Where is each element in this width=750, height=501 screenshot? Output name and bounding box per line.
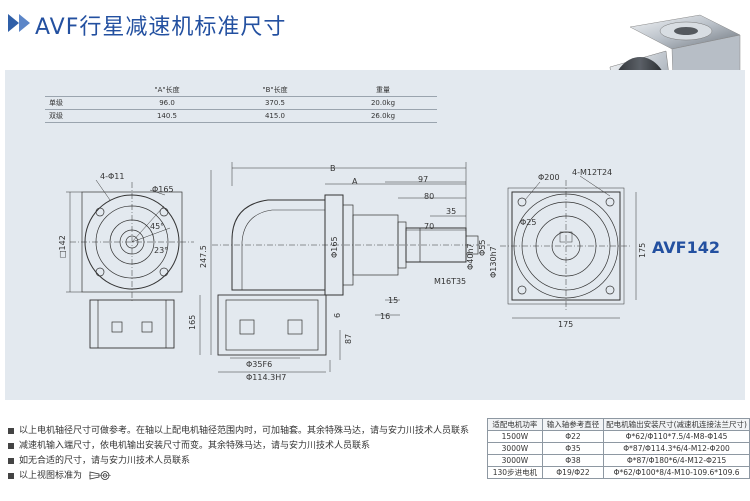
spec-header: "B"长度 — [221, 84, 329, 97]
projection-symbol-icon — [88, 471, 111, 480]
dim-35: 35 — [446, 207, 457, 216]
dim-15: 15 — [388, 296, 399, 305]
dim-phi130: Φ130h7 — [489, 246, 498, 278]
front-view — [66, 179, 194, 349]
dim-thread: M16T35 — [434, 277, 467, 286]
bullet-icon — [8, 427, 14, 434]
table-row: 130步进电机 Φ19/Φ22 Φ*62/Φ100*8/4-M10-109.6*… — [487, 466, 750, 479]
dim-phi35: Φ35F6 — [246, 360, 273, 369]
dim-175-vertical: 175 — [638, 242, 647, 258]
page-title: AVF行星减速机标准尺寸 — [35, 15, 287, 40]
dim-b: B — [330, 164, 336, 173]
dim-phi200: Φ200 — [538, 173, 560, 182]
dim-front-pcd: Φ165 — [152, 185, 174, 194]
dim-70: 70 — [424, 222, 435, 231]
note-item: 如无合适的尺寸，请与安力川技术人员联系 — [8, 454, 469, 469]
dim-97: 97 — [418, 175, 429, 184]
dim-80: 80 — [424, 192, 435, 201]
motor-header: 配电机输出安装尺寸(减速机连接法兰尺寸) — [603, 418, 750, 431]
dim-lower-height: 165 — [188, 314, 197, 330]
motor-header: 输入轴参考直径 — [541, 418, 605, 431]
bullet-icon — [8, 457, 14, 464]
dim-front-angle-a: 45° — [150, 222, 165, 231]
spec-header: "A"长度 — [113, 84, 221, 97]
technical-drawing — [66, 162, 637, 373]
dim-175-horizontal: 175 — [558, 320, 574, 329]
dim-phi40: Φ40h7 — [466, 243, 475, 270]
chevron-icon — [8, 14, 19, 32]
dim-phi114: Φ114.3H7 — [246, 373, 287, 382]
table-row: 3000W Φ38 Φ*87/Φ180*6/4-M12-Φ215 — [487, 454, 750, 467]
dim-phi25: Φ25 — [520, 218, 537, 227]
dim-87: 87 — [344, 333, 353, 344]
note-item: 以上视图标准为 — [8, 469, 469, 484]
dim-phi55: Φ55 — [478, 239, 487, 256]
motor-table: 适配电机功率 输入轴参考直径 配电机输出安装尺寸(减速机连接法兰尺寸) 1500… — [487, 418, 750, 479]
model-label: AVF142 — [652, 238, 721, 257]
spec-header — [45, 84, 113, 97]
drawing-sheet — [5, 70, 745, 400]
notes: 以上电机轴径尺寸可做参考。在轴以上配电机轴径范围内时，可加轴套。其余特殊马达，请… — [8, 424, 469, 484]
dim-height: 247.5 — [199, 245, 208, 268]
end-view — [500, 175, 637, 319]
note-item: 以上电机轴径尺寸可做参考。在轴以上配电机轴径范围内时，可加轴套。其余特殊马达，请… — [8, 424, 469, 439]
dim-front-angle-b: 23° — [154, 246, 169, 255]
chevron-icon — [19, 14, 30, 32]
side-view — [199, 162, 490, 373]
dim-front-square: □142 — [58, 235, 67, 258]
table-row: 3000W Φ35 Φ*87/Φ114.3*6/4-M12-Φ200 — [487, 442, 750, 455]
dim-m12: 4-M12T24 — [572, 168, 613, 177]
table-row: 1500W Φ22 Φ*62/Φ110*7.5/4-M8-Φ145 — [487, 430, 750, 443]
spec-header: 重量 — [329, 84, 437, 97]
table-row: 单级 96.0 370.5 20.0kg — [45, 96, 437, 110]
motor-header: 适配电机功率 — [487, 418, 543, 431]
title-bar: AVF行星减速机标准尺寸 — [0, 0, 750, 62]
spec-table: "A"长度 "B"长度 重量 单级 96.0 370.5 20.0kg 双级 1… — [45, 84, 437, 123]
dim-6: 6 — [333, 312, 342, 318]
dim-phi165: Φ165 — [330, 236, 339, 258]
dim-a: A — [352, 177, 358, 186]
bullet-icon — [8, 472, 14, 479]
bullet-icon — [8, 442, 14, 449]
dim-16: 16 — [380, 312, 391, 321]
note-item: 减速机输入端尺寸，依电机输出安装尺寸而变。其余特殊马达，请与安力川技术人员联系 — [8, 439, 469, 454]
table-row: 双级 140.5 415.0 26.0kg — [45, 109, 437, 123]
dim-front-bolt: 4-Φ11 — [100, 172, 125, 181]
